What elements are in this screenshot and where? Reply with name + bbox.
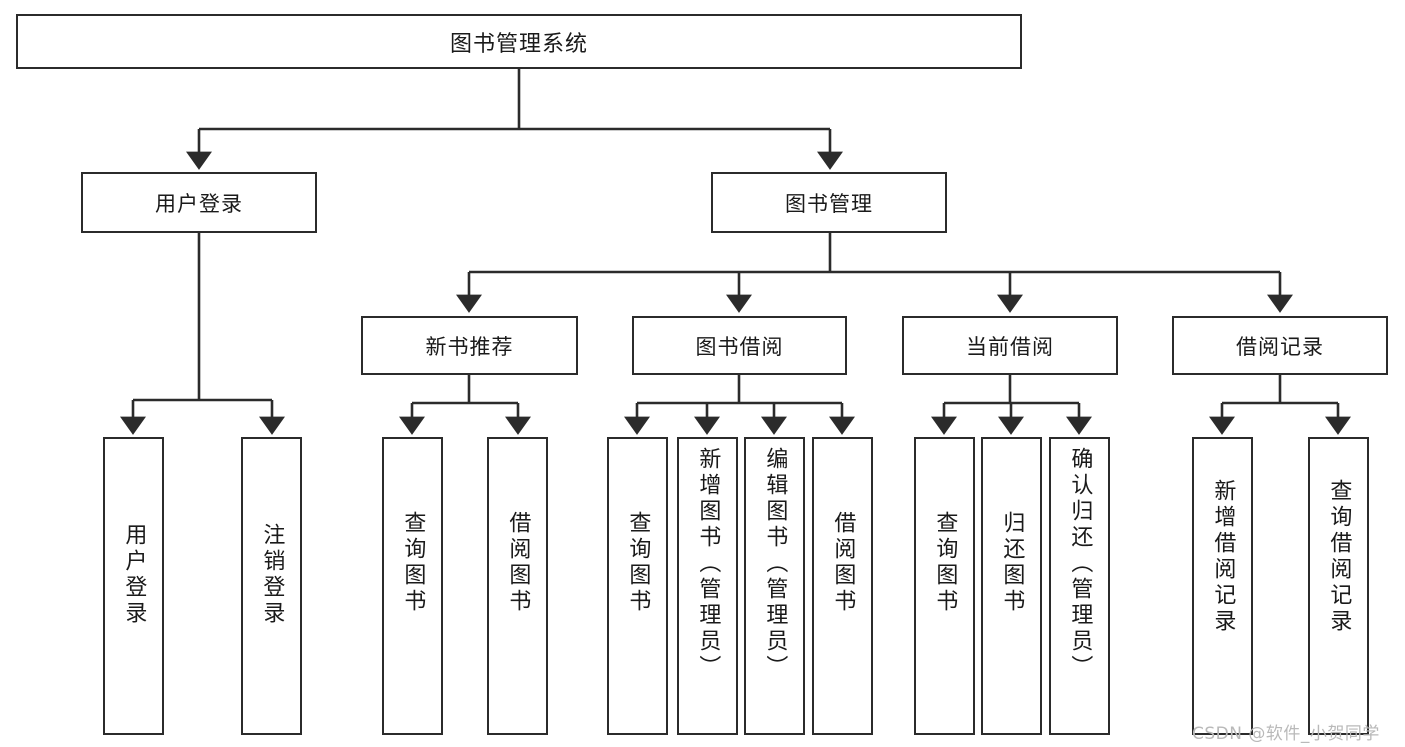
node-leaf-query-borrow-record[interactable]: 查询借阅记录 (1308, 437, 1369, 735)
node-label: 新增图书（管理员） (695, 447, 721, 681)
node-label: 图书管理系统 (449, 31, 588, 57)
node-borrow-record[interactable]: 借阅记录 (1172, 316, 1388, 375)
node-book-borrow[interactable]: 图书借阅 (632, 316, 847, 375)
node-leaf-add-borrow-record[interactable]: 新增借阅记录 (1192, 437, 1253, 735)
node-label: 借阅图书 (830, 511, 856, 615)
node-label: 查询图书 (400, 511, 426, 615)
node-leaf-user-login[interactable]: 用户登录 (103, 437, 164, 735)
node-label: 注销登录 (259, 523, 285, 627)
node-label: 用户登录 (121, 523, 147, 627)
node-label: 新书推荐 (425, 334, 514, 359)
node-label: 查询借阅记录 (1326, 479, 1352, 635)
node-leaf-query-book-recommend[interactable]: 查询图书 (382, 437, 443, 735)
node-leaf-borrow-book[interactable]: 借阅图书 (812, 437, 873, 735)
node-current-borrow[interactable]: 当前借阅 (902, 316, 1118, 375)
csdn-watermark: CSDN @软件_小贺同学 (1192, 724, 1380, 744)
node-label: 查询图书 (932, 511, 958, 615)
node-leaf-add-book-admin[interactable]: 新增图书（管理员） (677, 437, 738, 735)
node-leaf-logout[interactable]: 注销登录 (241, 437, 302, 735)
node-new-book-recommend[interactable]: 新书推荐 (361, 316, 578, 375)
node-label: 编辑图书（管理员） (762, 447, 788, 681)
node-root-system[interactable]: 图书管理系统 (16, 14, 1022, 69)
node-label: 当前借阅 (966, 334, 1054, 359)
node-book-management[interactable]: 图书管理 (711, 172, 947, 233)
node-leaf-return-book[interactable]: 归还图书 (981, 437, 1042, 735)
node-leaf-query-book-current[interactable]: 查询图书 (914, 437, 975, 735)
node-label: 图书借阅 (695, 334, 784, 359)
node-label: 借阅记录 (1236, 334, 1324, 359)
node-leaf-edit-book-admin[interactable]: 编辑图书（管理员） (744, 437, 805, 735)
node-leaf-query-book[interactable]: 查询图书 (607, 437, 668, 735)
node-label: 用户登录 (155, 191, 243, 216)
node-label: 图书管理 (785, 191, 873, 216)
node-label: 新增借阅记录 (1210, 479, 1236, 635)
node-label: 归还图书 (999, 511, 1025, 615)
node-leaf-confirm-return-admin[interactable]: 确认归还（管理员） (1049, 437, 1110, 735)
node-label: 确认归还（管理员） (1067, 447, 1093, 681)
node-label: 借阅图书 (505, 511, 531, 615)
node-leaf-borrow-book-recommend[interactable]: 借阅图书 (487, 437, 548, 735)
node-user-login[interactable]: 用户登录 (81, 172, 317, 233)
node-label: 查询图书 (625, 511, 651, 615)
